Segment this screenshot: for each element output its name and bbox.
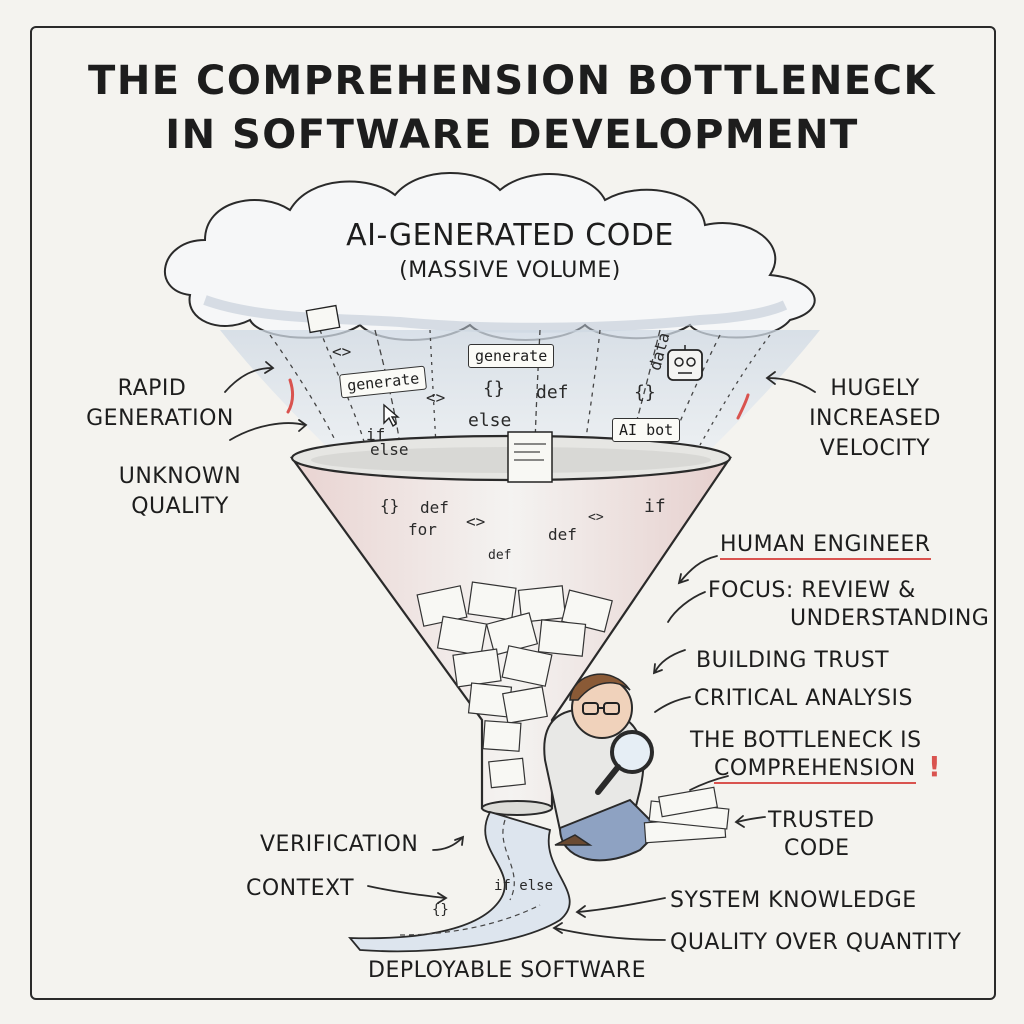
cloud-shape <box>163 172 816 341</box>
label-velocity-line1: HUGELY <box>830 376 920 401</box>
label-velocity-line2: INCREASED <box>809 406 941 431</box>
code-angle-2: <> <box>426 388 446 407</box>
document-icon-small <box>305 304 341 334</box>
code-else-1: else <box>468 410 512 431</box>
page-title: THE COMPREHENSION BOTTLENECK <box>88 58 936 104</box>
label-bottleneck-line2: COMPREHENSION <box>714 756 916 784</box>
label-focus-line1: FOCUS: REVIEW & <box>708 578 916 603</box>
code-braces-1: {} <box>483 378 505 399</box>
code-for: for <box>408 520 437 539</box>
code-else-2: else <box>370 440 409 459</box>
label-deployable-software: DEPLOYABLE SOFTWARE <box>368 958 646 983</box>
code-def-3: def <box>548 525 577 544</box>
cursor-icon <box>383 403 400 428</box>
drawing-frame <box>30 26 996 1000</box>
code-ai-bot: AI bot <box>612 418 681 442</box>
document-icon <box>507 431 553 483</box>
code-generate-2: generate <box>468 344 555 368</box>
label-quality-over-quantity: QUALITY OVER QUANTITY <box>670 930 962 955</box>
code-def-1: def <box>536 382 569 403</box>
trusted-code-stack <box>643 786 730 844</box>
code-def-2: def <box>420 498 449 517</box>
code-angle-1: <> <box>332 342 352 361</box>
label-unknown-quality-line2: QUALITY <box>131 494 229 519</box>
label-trusted-line2: CODE <box>784 836 850 861</box>
paper-pile <box>416 581 613 789</box>
code-if-1: if <box>366 425 386 444</box>
label-building-trust: BUILDING TRUST <box>696 648 890 673</box>
label-rapid-generation-line2: GENERATION <box>86 406 234 431</box>
output-stream <box>348 810 571 953</box>
cloud-sublabel: (MASSIVE VOLUME) <box>399 258 621 283</box>
label-velocity-line3: VELOCITY <box>819 436 931 461</box>
magnifying-glass-icon <box>595 730 654 795</box>
label-trusted-line1: TRUSTED <box>768 808 875 833</box>
label-context: CONTEXT <box>246 876 355 901</box>
page-subtitle: IN SOFTWARE DEVELOPMENT <box>165 112 859 158</box>
label-verification: VERIFICATION <box>260 832 419 857</box>
code-def-4: def <box>488 548 512 563</box>
label-system-knowledge: SYSTEM KNOWLEDGE <box>670 888 917 913</box>
label-critical-analysis: CRITICAL ANALYSIS <box>694 686 913 711</box>
stream-if-else: if else <box>494 878 554 894</box>
annotation-arrows <box>224 361 816 941</box>
code-if-2: if <box>644 496 666 517</box>
cloud-label: AI-GENERATED CODE <box>346 218 674 253</box>
label-bottleneck-line1: THE BOTTLENECK IS <box>690 728 922 753</box>
label-focus-line2: UNDERSTANDING <box>790 606 990 631</box>
accent-marks <box>286 378 750 420</box>
label-bottleneck-mark: ! <box>928 750 942 783</box>
robot-icon <box>667 345 703 381</box>
label-unknown-quality-line1: UNKNOWN <box>118 464 242 489</box>
label-rapid-generation-line1: RAPID <box>117 376 187 401</box>
code-braces-2: {} <box>634 382 656 403</box>
code-angle-3: <> <box>466 512 486 531</box>
code-angle-4: <> <box>588 510 604 525</box>
stream-braces: {} <box>432 902 449 918</box>
code-braces-3: {} <box>380 496 400 515</box>
label-human-engineer: HUMAN ENGINEER <box>720 532 931 560</box>
